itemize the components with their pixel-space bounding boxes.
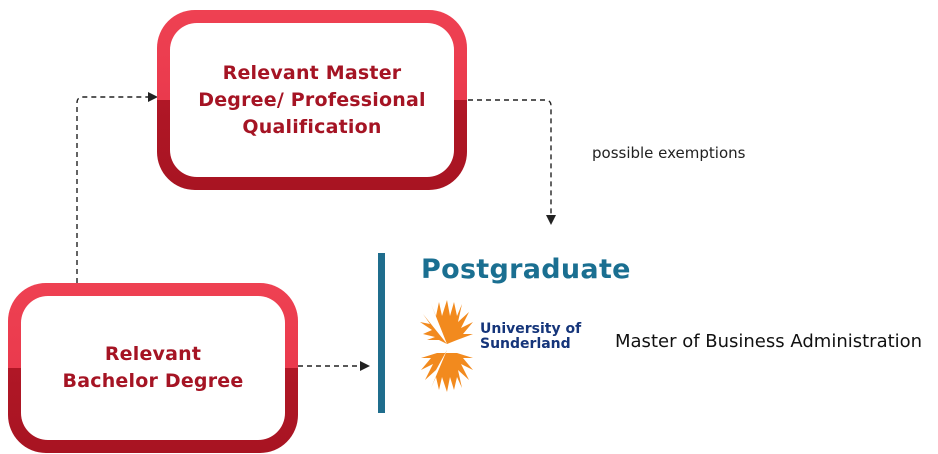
- postgraduate-divider: [378, 253, 385, 413]
- exemptions-label: possible exemptions: [592, 144, 746, 162]
- master-degree-label: Relevant Master Degree/ Professional Qua…: [198, 61, 426, 138]
- program-name: Master of Business Administration: [615, 331, 923, 352]
- bachelor-degree-box: Relevant Bachelor Degree: [8, 283, 298, 453]
- bachelor-degree-label: Relevant Bachelor Degree: [62, 343, 244, 392]
- master-degree-box: Relevant Master Degree/ Professional Qua…: [157, 10, 467, 190]
- arrow-master-to-postgraduate: [468, 99, 556, 225]
- postgraduate-title: Postgraduate: [421, 254, 631, 285]
- university-name: University of Sunderland: [480, 321, 582, 352]
- university-logo-icon: [420, 300, 473, 392]
- arrow-bachelor-to-master: [76, 92, 158, 283]
